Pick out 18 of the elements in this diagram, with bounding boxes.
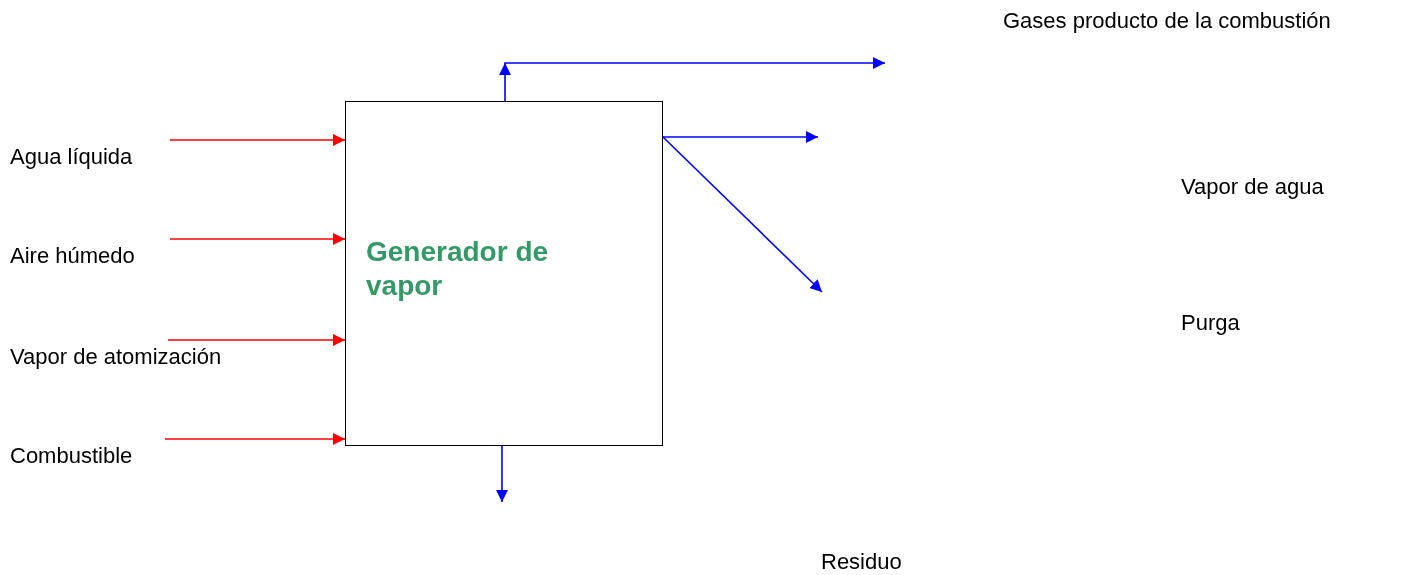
flow-arrow — [662, 131, 819, 143]
stream-label: Agua líquida — [10, 143, 134, 171]
stream-label: Vapor de atomización — [10, 343, 223, 371]
stream-label: Residuo — [821, 549, 902, 575]
stream-label: Vapor de agua — [1181, 174, 1324, 200]
flow-arrow — [169, 134, 346, 146]
process-box — [345, 101, 663, 446]
flow-arrow — [169, 233, 346, 245]
stream-label: Purga — [1181, 310, 1240, 336]
stream-label: Aire húmedo — [10, 242, 136, 270]
flow-arrow — [164, 433, 346, 445]
box-title: Generador de vapor — [366, 235, 550, 303]
flow-arrow — [662, 136, 823, 293]
stream-label: Gases producto de la combustión — [1003, 8, 1331, 34]
stream-label: Combustible — [10, 442, 134, 470]
flow-arrow — [496, 445, 508, 503]
flow-arrow — [167, 334, 346, 346]
flow-arrow — [499, 57, 886, 102]
